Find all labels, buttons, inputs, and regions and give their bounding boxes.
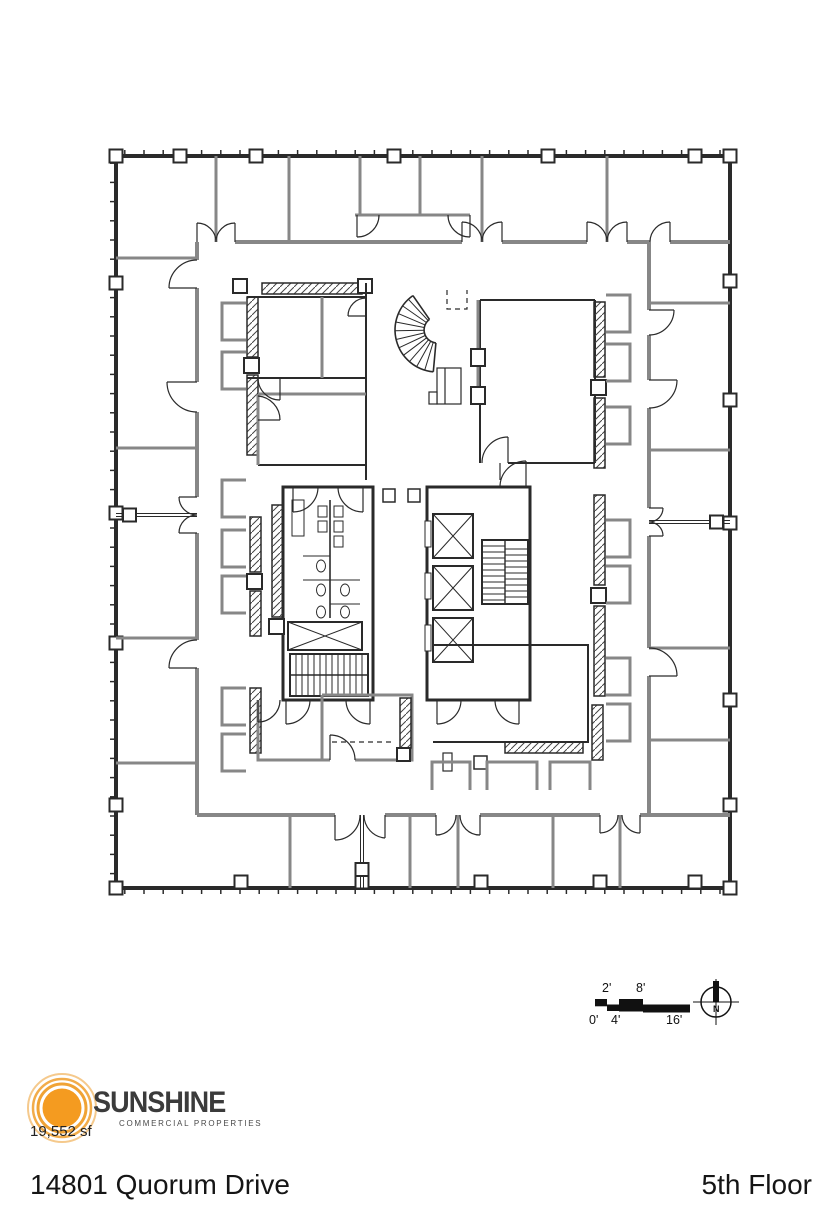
core-right-block — [382, 460, 532, 725]
floor-title: 5th Floor — [701, 1169, 813, 1200]
thin-partitions — [116, 513, 730, 888]
core-left-doors — [285, 486, 371, 725]
core-left-block — [268, 485, 375, 725]
office-partitions — [116, 156, 730, 888]
floor-plan-drawing — [108, 148, 738, 896]
logo-tagline: COMMERCIAL PROPERTIES — [119, 1119, 263, 1128]
north-label: N — [713, 1004, 720, 1014]
curved-stair — [394, 294, 437, 373]
scale-label-16ft: 16' — [666, 1013, 683, 1027]
core-lower-rooms — [256, 644, 592, 790]
logo-name: SUNSHINE — [93, 1086, 226, 1119]
sun-logo-icon — [27, 1073, 97, 1143]
area-label: 19,552 sf — [30, 1123, 92, 1140]
scale-label-4ft: 4' — [611, 1013, 621, 1027]
restrooms — [291, 499, 360, 619]
scale-label-2ft: 2' — [602, 981, 612, 995]
scale-label-0ft: 0' — [589, 1013, 599, 1027]
upper-room-doors — [257, 297, 509, 464]
elevators — [424, 513, 474, 663]
corridor-doors — [166, 214, 678, 841]
scale-label-8ft: 8' — [636, 981, 646, 995]
core-right-doors — [436, 460, 527, 725]
corridor-walls — [195, 240, 730, 817]
stair-right — [481, 539, 529, 605]
core-upper-rooms — [220, 278, 632, 773]
closet-stubs — [220, 293, 632, 773]
partition-columns — [122, 507, 724, 877]
stair-left — [289, 653, 369, 697]
exterior-shell — [110, 150, 732, 894]
columns — [108, 148, 738, 896]
north-arrow-icon — [693, 979, 739, 1025]
address-title: 14801 Quorum Drive — [30, 1169, 290, 1200]
scale-bar — [595, 999, 690, 1013]
shaft — [287, 621, 363, 651]
